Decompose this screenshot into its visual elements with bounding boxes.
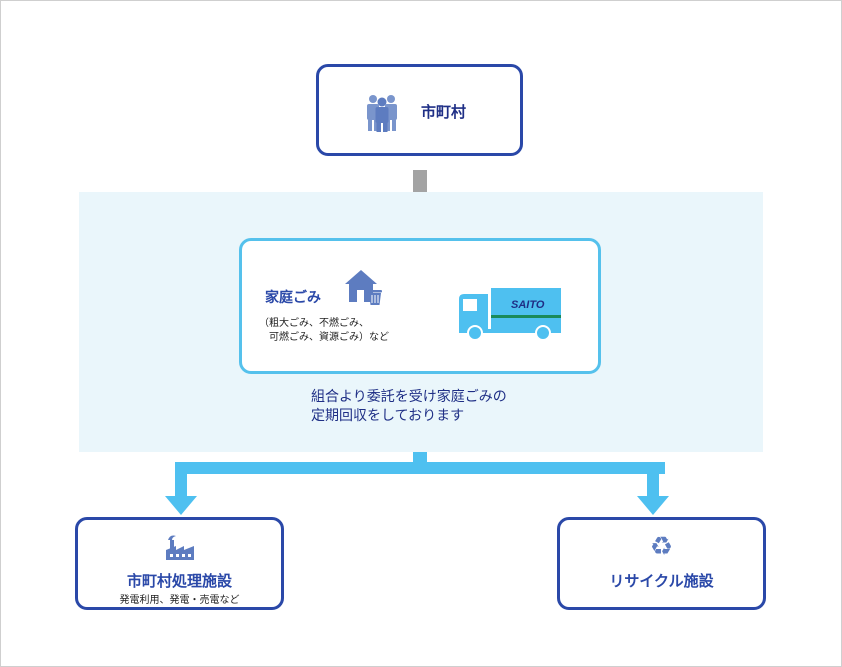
waste-types-note-line2: 可燃ごみ、資源ごみ）など [269, 332, 389, 343]
collection-box: 家庭ごみ （粗大ごみ、不燃ごみ、 可燃ごみ、資源ごみ）など SAITO [239, 238, 601, 374]
household-waste-title: 家庭ごみ [265, 290, 321, 306]
recycle-icon: ♻ [649, 532, 674, 562]
house-trash-icon [345, 270, 382, 305]
collection-caption-line2: 定期回収をしております [311, 408, 465, 424]
municipal-facility-subtitle: 発電利用、発電・売電など [119, 595, 240, 606]
municipality-box: 市町村 [316, 64, 523, 156]
truck-logo-text: SAITO [511, 299, 545, 311]
factory-icon [166, 535, 194, 560]
branch-arrows [165, 452, 669, 515]
recycle-facility-box: ♻ リサイクル施設 [557, 517, 766, 610]
municipal-facility-title: 市町村処理施設 [126, 572, 232, 590]
truck-icon: SAITO [459, 288, 561, 341]
municipal-facility-box: 市町村処理施設 発電利用、発電・売電など [75, 517, 284, 610]
people-icon [367, 95, 397, 132]
recycle-facility-title: リサイクル施設 [609, 572, 714, 590]
waste-types-note-line1: （粗大ごみ、不燃ごみ、 [259, 318, 369, 329]
municipality-label: 市町村 [421, 103, 467, 121]
collection-caption-line1: 組合より委託を受け家庭ごみの [311, 389, 507, 405]
